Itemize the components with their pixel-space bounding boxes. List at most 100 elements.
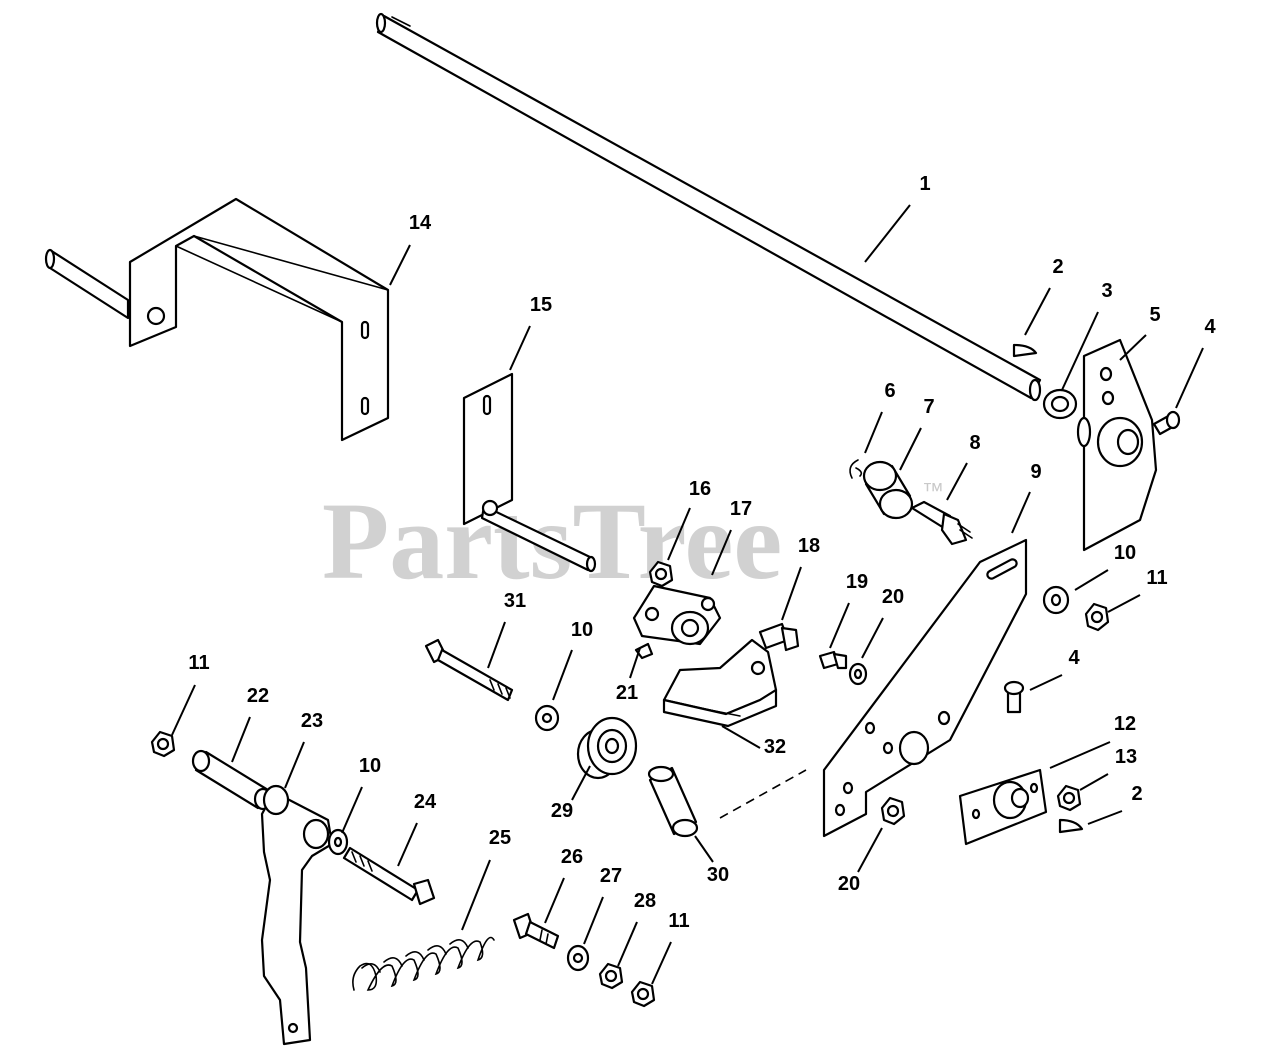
alignment-line — [719, 769, 807, 819]
callout-c26: 26 — [561, 846, 583, 868]
leader-line-c4b — [1029, 674, 1063, 691]
leader-line-c2a — [1024, 287, 1051, 336]
leader-line-c19 — [829, 602, 850, 649]
callout-c13: 13 — [1115, 746, 1137, 768]
part-bearing — [576, 716, 638, 780]
leader-line-c32 — [721, 725, 761, 749]
callout-c11c: 11 — [668, 910, 689, 932]
callout-c10c: 10 — [359, 755, 381, 777]
part-nut-13 — [1056, 784, 1082, 812]
watermark-trademark: ™ — [922, 478, 944, 503]
leader-line-c25 — [461, 859, 491, 931]
part-nut-11b — [150, 730, 176, 758]
callout-c11a: 11 — [1146, 567, 1167, 589]
callout-c4a: 4 — [1204, 316, 1216, 338]
callout-c2b: 2 — [1131, 783, 1142, 805]
callout-c9: 9 — [1030, 461, 1041, 483]
callout-c17: 17 — [730, 498, 752, 520]
part-clip-ring — [849, 459, 863, 479]
callout-c29: 29 — [551, 800, 573, 822]
part-long-bolt — [424, 638, 514, 702]
part-bolt-19 — [818, 650, 848, 670]
leader-line-c15 — [509, 325, 531, 371]
part-fitting — [634, 642, 654, 660]
leader-line-c11b — [171, 684, 196, 736]
part-spacer — [647, 765, 699, 838]
part-shaft — [375, 12, 1042, 402]
part-u-bracket — [44, 197, 390, 442]
leader-line-c27 — [583, 896, 604, 945]
part-nut-28 — [598, 962, 624, 990]
leader-line-c2b — [1087, 810, 1123, 825]
part-arm-hub — [1076, 338, 1158, 552]
leader-line-c13 — [1079, 773, 1109, 791]
callout-c23: 23 — [301, 710, 323, 732]
part-key-a — [1012, 343, 1038, 358]
part-nut-20b — [880, 796, 906, 826]
part-angle-bracket — [662, 638, 778, 728]
callout-c10b: 10 — [571, 619, 593, 641]
part-washer-10a — [1042, 585, 1070, 615]
leader-line-c16 — [667, 507, 691, 561]
part-nut-11a — [1084, 602, 1110, 632]
leader-line-c4a — [1175, 347, 1204, 409]
part-spring — [352, 936, 495, 991]
callout-c25: 25 — [489, 827, 511, 849]
part-nut-11c — [630, 980, 656, 1008]
part-key-b — [1058, 818, 1084, 834]
callout-c32: 32 — [764, 736, 786, 758]
part-bolt-4b — [1003, 680, 1025, 714]
part-washer-20a — [848, 662, 868, 686]
part-bolt-26 — [512, 912, 560, 950]
leader-line-c28 — [617, 921, 638, 967]
callout-c16: 16 — [689, 478, 711, 500]
callout-c24: 24 — [414, 791, 437, 813]
part-pedal-lever — [260, 784, 334, 1046]
part-washer-27 — [566, 944, 590, 972]
callout-c31: 31 — [504, 590, 526, 612]
part-roller — [862, 460, 914, 520]
leader-line-c22 — [231, 716, 251, 763]
part-washer-10c — [327, 828, 349, 856]
part-large-plate — [822, 538, 1028, 838]
callout-c8: 8 — [969, 432, 980, 454]
leader-line-c18 — [781, 566, 802, 621]
leader-line-c10c — [341, 786, 363, 834]
leader-line-c14 — [389, 244, 411, 286]
part-stud — [910, 500, 973, 546]
leader-line-c11c — [651, 941, 672, 985]
callout-c10a: 10 — [1114, 542, 1136, 564]
callout-c1: 1 — [919, 173, 930, 195]
part-boss-plate — [958, 768, 1048, 846]
callout-c22: 22 — [247, 685, 269, 707]
leader-line-c10a — [1074, 569, 1109, 591]
callout-c4b: 4 — [1068, 647, 1080, 669]
leader-line-c24 — [397, 822, 418, 867]
leader-line-c10b — [552, 649, 573, 701]
callout-c3: 3 — [1101, 280, 1112, 302]
callout-c12: 12 — [1114, 713, 1136, 735]
leader-line-c20b — [857, 827, 883, 873]
callout-c30: 30 — [707, 864, 729, 886]
leader-line-c17 — [711, 529, 732, 576]
callout-c11b: 11 — [188, 652, 209, 674]
callout-c19: 19 — [846, 571, 868, 593]
leader-line-c7 — [899, 427, 922, 471]
callout-c20a: 20 — [882, 586, 904, 608]
leader-line-c30 — [694, 835, 714, 863]
callout-c6: 6 — [884, 380, 895, 402]
leader-line-c26 — [544, 877, 565, 924]
leader-line-c9 — [1011, 491, 1031, 534]
leader-line-c8 — [946, 462, 968, 501]
callout-c28: 28 — [634, 890, 656, 912]
callout-c15: 15 — [530, 294, 552, 316]
part-bolt-4a — [1152, 410, 1181, 436]
callout-c18: 18 — [798, 535, 820, 557]
leader-line-c31 — [487, 621, 506, 669]
part-plate-rod — [462, 372, 597, 573]
callout-c14: 14 — [409, 212, 432, 234]
callout-labels: 1235414156789161718192010113110214112223… — [171, 173, 1216, 985]
callout-c27: 27 — [600, 865, 622, 887]
leader-line-c29 — [571, 765, 591, 801]
